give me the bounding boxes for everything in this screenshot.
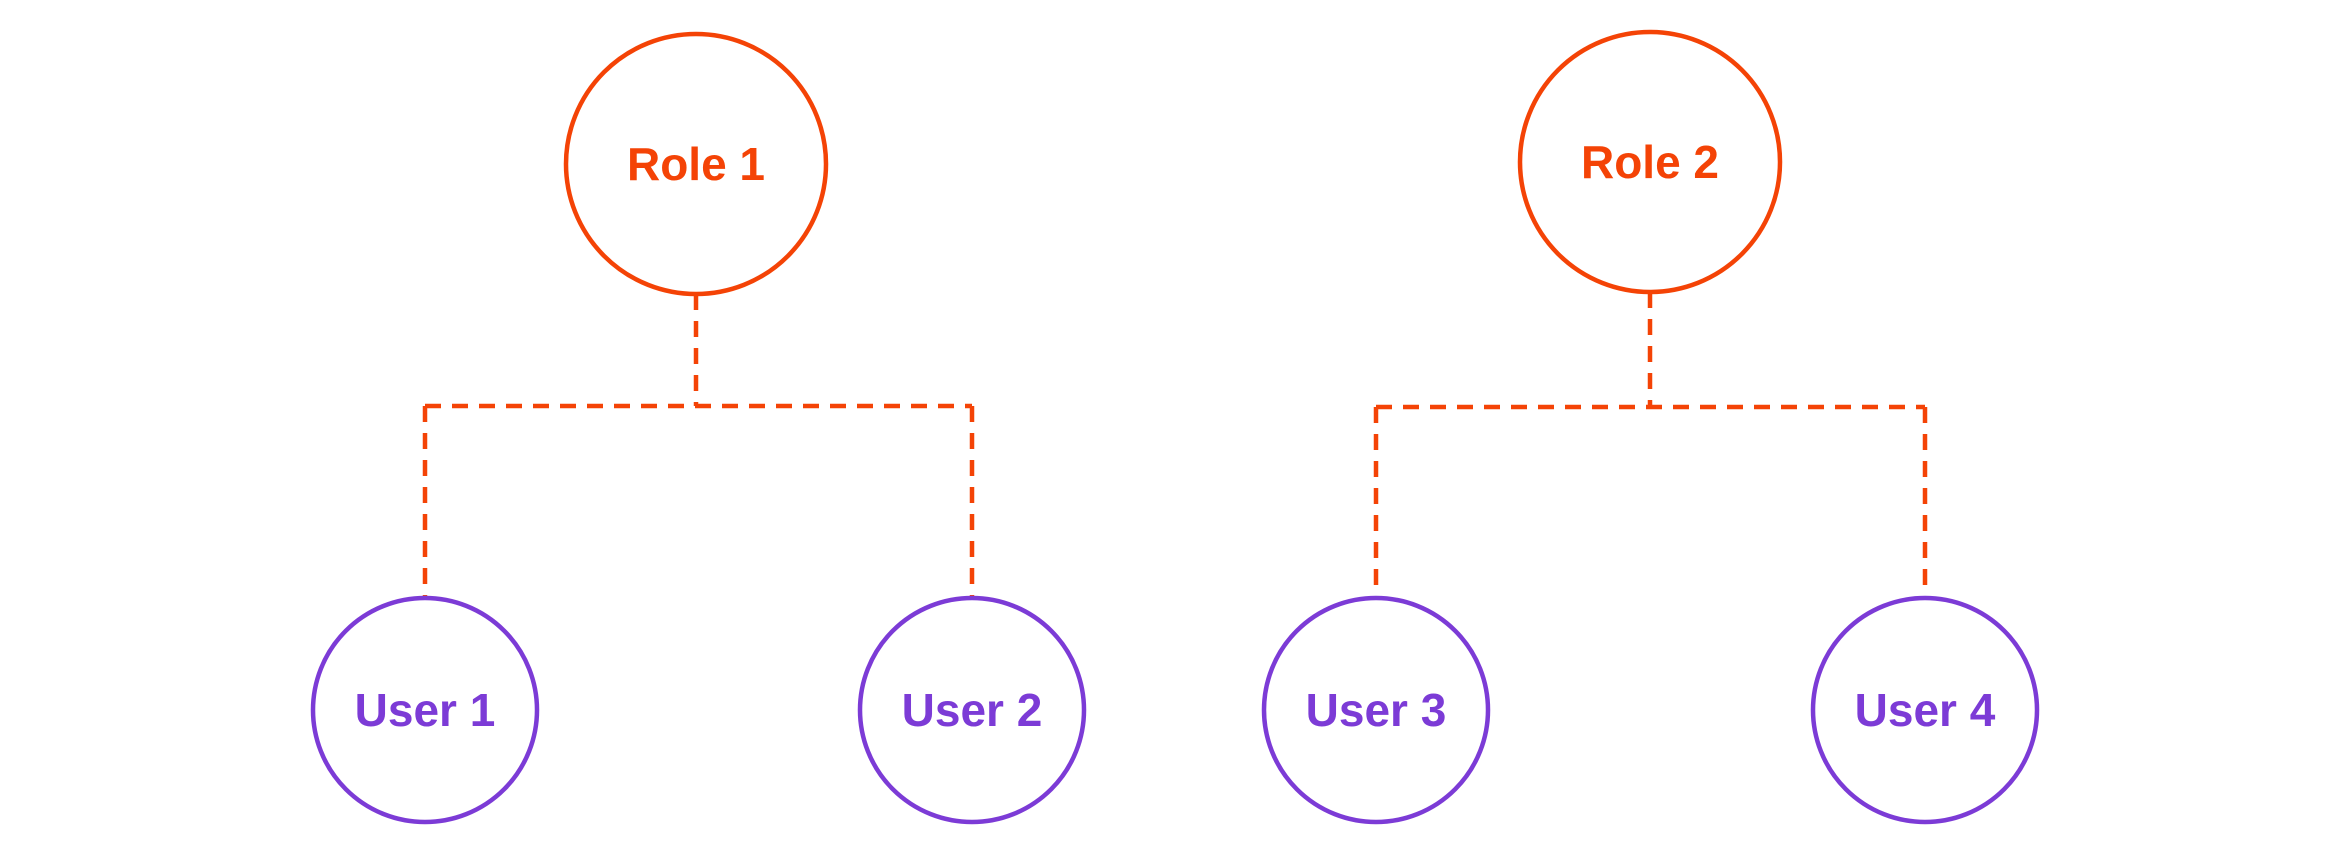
user-2-label: User 2 [902, 684, 1043, 736]
tree1-connectors [422, 294, 975, 597]
user-2-circle [857, 595, 1087, 825]
user-2-node: User 2 [857, 595, 1087, 825]
role-2-label: Role 2 [1581, 136, 1719, 188]
role-2-circle [1517, 29, 1783, 295]
user-3-circle [1261, 595, 1491, 825]
user-3-node: User 3 [1261, 595, 1491, 825]
role-1-label: Role 1 [627, 138, 765, 190]
tree2-connectors [1373, 292, 1928, 597]
user-1-node: User 1 [310, 595, 540, 825]
user-4-circle [1810, 595, 2040, 825]
role-2-node: Role 2 [1517, 29, 1783, 295]
user-4-node: User 4 [1810, 595, 2040, 825]
user-3-label: User 3 [1306, 684, 1447, 736]
role-1-circle [563, 31, 829, 297]
user-1-circle [310, 595, 540, 825]
user-1-label: User 1 [355, 684, 496, 736]
role-1-node: Role 1 [563, 31, 829, 297]
user-4-label: User 4 [1855, 684, 1996, 736]
